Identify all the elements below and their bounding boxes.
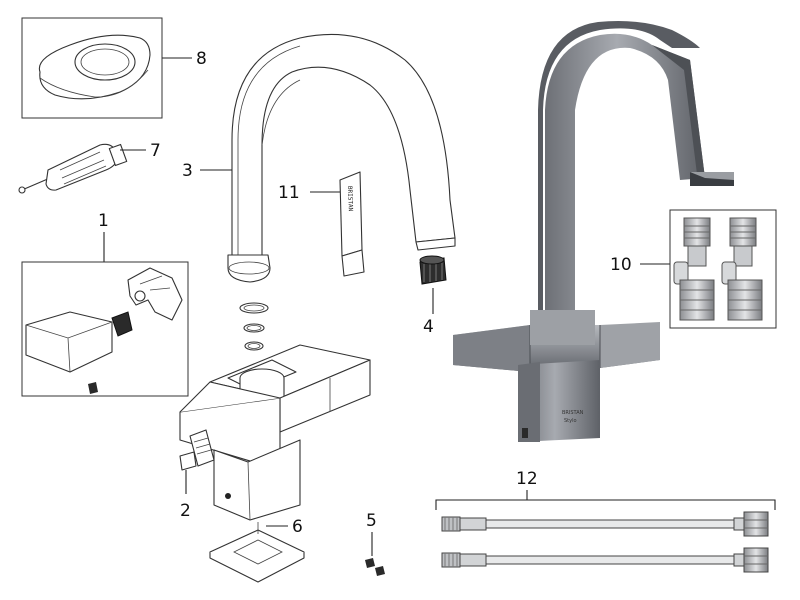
callout-2: 2: [180, 501, 191, 521]
part-12-hoses: [441, 511, 769, 573]
part-11-cartridge: BRISTAN: [339, 171, 365, 277]
part-1-box: [21, 261, 189, 397]
callout-4: 4: [423, 317, 434, 337]
callout-5: 5: [366, 511, 377, 531]
part-7-tool: [18, 143, 128, 194]
callout-12: 12: [516, 469, 538, 489]
part-5-screws: [365, 558, 385, 576]
callout-3: 3: [182, 161, 193, 181]
valve-body: [179, 344, 371, 521]
faucet-brand-mark: BRISTAN: [562, 410, 584, 416]
assembled-faucet: BRISTAN Stylo: [453, 21, 734, 442]
callout-7: 7: [150, 141, 161, 161]
part-4-aerator: [419, 255, 447, 285]
part-8-box: [21, 17, 163, 119]
callout-8: 8: [196, 49, 207, 69]
part-10-box: [669, 209, 777, 329]
part-6-plate: [209, 522, 305, 583]
o-rings: [239, 302, 269, 351]
faucet-model-mark: Stylo: [564, 418, 577, 424]
cartridge-text: BRISTAN: [346, 186, 354, 212]
part-3-spout: [227, 33, 456, 283]
callout-1: 1: [98, 211, 109, 231]
leader-12-bracket: [435, 499, 776, 510]
callout-6: 6: [292, 517, 303, 537]
callout-11: 11: [278, 183, 300, 203]
callout-10: 10: [610, 255, 632, 275]
